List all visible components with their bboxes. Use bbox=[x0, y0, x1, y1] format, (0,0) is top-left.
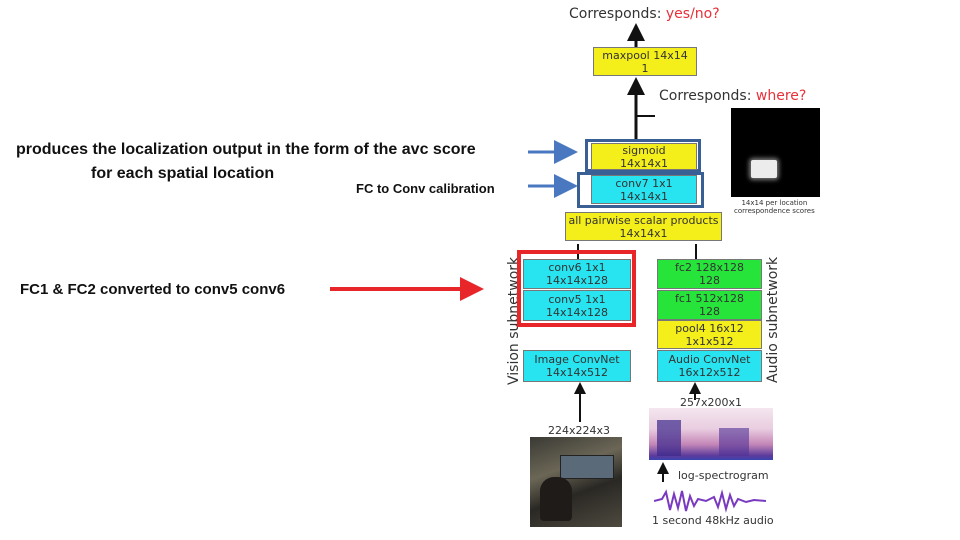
mid-corresponds-label: Corresponds: where? bbox=[659, 88, 807, 104]
spectrogram-label: log-spectrogram bbox=[678, 469, 769, 482]
calibration-note: FC to Conv calibration bbox=[356, 181, 495, 196]
localization-note-line2: for each spatial location bbox=[91, 165, 275, 182]
waveform bbox=[654, 489, 766, 513]
spectrogram-image bbox=[649, 408, 773, 460]
monitor-shape bbox=[560, 455, 614, 479]
fc-converted-note: FC1 & FC2 converted to conv5 conv6 bbox=[20, 281, 286, 298]
fc-highlight-frame bbox=[517, 250, 636, 327]
spectrogram-size-label: 257x200x1 bbox=[680, 396, 743, 409]
conv7-frame bbox=[577, 172, 704, 208]
localization-note-line1: produces the localization output in the … bbox=[16, 141, 476, 158]
image-size-label: 224x224x3 bbox=[548, 424, 611, 437]
correspondence-map bbox=[731, 108, 820, 197]
audio-subnetwork-label: Audio subnetwork bbox=[765, 256, 781, 383]
top-corresponds-label: Corresponds: yes/no? bbox=[569, 6, 720, 22]
input-video-frame bbox=[530, 437, 622, 527]
sigmoid-frame bbox=[585, 139, 701, 172]
audio-input-label: 1 second 48kHz audio bbox=[652, 514, 774, 527]
person-shape bbox=[540, 477, 572, 521]
map-hotspot bbox=[751, 160, 777, 178]
